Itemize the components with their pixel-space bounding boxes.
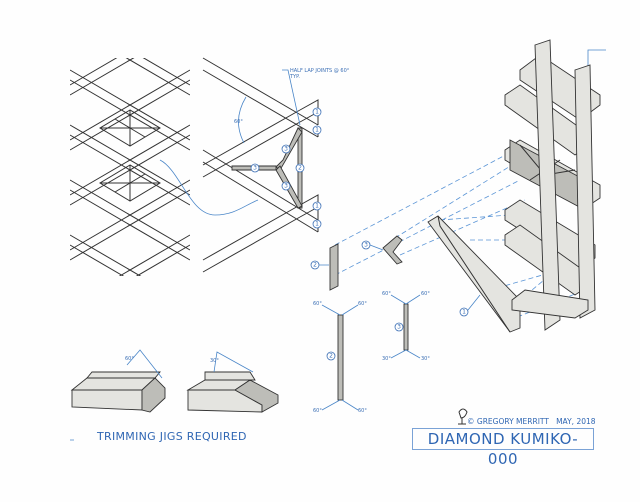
assembly-view (504, 39, 601, 331)
callout-2: 2 (326, 351, 336, 361)
detail-leader (159, 159, 259, 216)
svg-text:1: 1 (462, 309, 466, 316)
lattice-view (0, 0, 259, 502)
angle-label: 60° (382, 291, 391, 297)
signature-logo (458, 408, 468, 425)
callout-3: 3 (250, 163, 260, 173)
callout-1: 1 (312, 125, 322, 135)
joint-detail-view: HALF LAP JOINTS @ 60° TYP. 60° 1 1 1 1 3… (202, 57, 350, 273)
svg-text:3: 3 (397, 324, 401, 331)
angle-label: 30° (421, 356, 430, 362)
copyright-text: © GREGORY MERRITT MAY, 2018 (467, 417, 596, 426)
part-3-tripod (382, 235, 403, 265)
part-2-plank (329, 243, 339, 291)
angle-label: 30° (210, 358, 219, 364)
angle-label: 60° (313, 408, 322, 414)
callout-3: 3 (281, 144, 291, 154)
half-lap-note: HALF LAP JOINTS @ 60° (290, 68, 350, 74)
svg-text:1: 1 (315, 127, 319, 134)
angle-label: 60° (125, 356, 134, 362)
callout-1: 1 (312, 107, 322, 117)
angle-label: 60° (358, 408, 367, 414)
svg-text:3: 3 (364, 242, 368, 249)
svg-text:1: 1 (315, 221, 319, 228)
part-2-detail: 60° 60° 60° 60° 2 (313, 301, 367, 414)
svg-text:3: 3 (284, 183, 288, 190)
corner-mark (587, 49, 606, 70)
angle-label: 30° (382, 356, 391, 362)
svg-text:3: 3 (253, 165, 257, 172)
angle-label: 60° (313, 301, 322, 307)
callout-2: 2 (310, 260, 320, 270)
trimming-jig-30: 30° (186, 351, 279, 413)
trimming-jigs-title: TRIMMING JIGS REQUIRED (97, 430, 247, 443)
callout-1: 1 (312, 201, 322, 211)
typical-note: TYP. (289, 74, 300, 80)
angle-label: 60° (358, 301, 367, 307)
callout-3: 3 (281, 181, 291, 191)
svg-text:3: 3 (284, 146, 288, 153)
svg-text:1: 1 (315, 109, 319, 116)
callout-3: 3 (394, 322, 404, 332)
part-3-detail: 60° 60° 30° 30° 3 (382, 291, 430, 362)
trimming-jig-60: 60° (70, 349, 166, 413)
callout-3: 3 (361, 240, 371, 250)
callout-1: 1 (312, 219, 322, 229)
svg-text:2: 2 (313, 262, 317, 269)
angle-label: 60° (234, 119, 243, 125)
drawing-title: DIAMOND KUMIKO-000 (412, 428, 594, 468)
callout-2: 2 (295, 163, 305, 173)
svg-text:1: 1 (315, 203, 319, 210)
callout-1: 1 (459, 307, 469, 317)
svg-text:2: 2 (298, 165, 302, 172)
part-1-rail (427, 215, 521, 333)
svg-text:2: 2 (329, 353, 333, 360)
angle-label: 60° (421, 291, 430, 297)
